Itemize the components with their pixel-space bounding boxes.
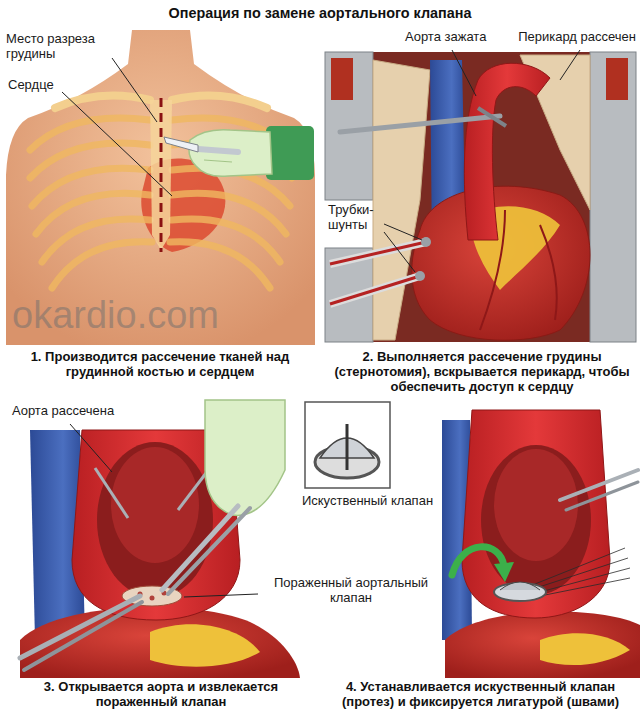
clavicle <box>172 96 267 109</box>
scissors <box>24 602 142 670</box>
instrument <box>162 506 238 590</box>
aorta-opening <box>97 442 213 598</box>
heart <box>445 611 640 678</box>
step-caption: 4. Устанавливается искуственный клапан (… <box>325 680 636 710</box>
rib <box>172 193 286 234</box>
clamp <box>340 116 500 132</box>
heart <box>412 186 590 340</box>
part-label: Сердце <box>8 78 78 93</box>
leader-line <box>384 232 415 272</box>
part-label: Трубки-шунты <box>328 203 390 233</box>
leader-line <box>384 224 422 240</box>
glove <box>189 130 272 177</box>
watermark: okardio.com <box>12 294 312 338</box>
forceps <box>95 468 128 518</box>
part-label: Аорта рассечена <box>12 404 142 419</box>
leader-line <box>112 58 157 122</box>
skin-edge <box>331 58 353 100</box>
clamp <box>478 108 506 126</box>
incision-line <box>160 98 163 252</box>
part-label: Искуственный клапан <box>295 494 440 509</box>
aorta-open-panel <box>20 400 300 678</box>
chest-cavity <box>373 52 590 342</box>
leader-line <box>62 92 172 196</box>
retractor <box>590 52 636 342</box>
open-chest-panel <box>325 50 636 342</box>
scalpel-handle <box>198 149 238 152</box>
title: Операция по замене аортального клапана <box>0 5 640 22</box>
suture <box>540 568 630 592</box>
scissors <box>20 596 140 658</box>
placement-arrow <box>452 547 504 575</box>
glove <box>205 400 285 515</box>
step-caption: 2. Выполняется рассечение грудины (стерн… <box>328 350 636 395</box>
aorta <box>464 63 550 240</box>
suture <box>536 558 628 588</box>
torso-panel <box>6 30 315 345</box>
leader-line <box>560 50 580 80</box>
clavicle <box>55 96 150 109</box>
retractor <box>325 52 373 200</box>
torso <box>6 30 315 345</box>
part-label: Перикард рассечен <box>508 30 636 45</box>
part-label: Место разреза грудины <box>6 32 126 62</box>
cannula <box>330 276 420 304</box>
step-caption: 3. Открывается аорта и извлекается пораж… <box>6 680 316 710</box>
aorta-opening <box>481 445 591 595</box>
aorta-inner-wall <box>111 447 199 563</box>
forceps <box>566 482 638 510</box>
prosthetic-valve <box>494 583 546 601</box>
fat <box>540 633 630 665</box>
leader-line <box>452 50 476 96</box>
suture <box>540 578 630 596</box>
instrument <box>168 508 250 594</box>
aorta-inner-wall <box>494 449 578 561</box>
cannula-tip <box>415 271 425 281</box>
cannula <box>330 276 420 304</box>
fat <box>150 624 260 666</box>
skin-edge <box>606 58 628 100</box>
rib <box>36 193 150 234</box>
cannula <box>330 242 426 264</box>
part-label: Аорта зажата <box>405 30 509 45</box>
calcification <box>150 596 155 601</box>
cannula-tip <box>421 237 431 247</box>
leader-line <box>70 424 112 472</box>
cannula <box>330 242 426 264</box>
suture <box>530 548 625 586</box>
valve-leaflet <box>500 582 540 590</box>
step-caption: 1. Производится рассечение тканей над гр… <box>8 350 312 380</box>
rib <box>52 242 152 288</box>
valve-panel <box>305 402 640 678</box>
inset-frame <box>305 402 390 488</box>
part-label: Пораженный аортальный клапан <box>262 576 440 606</box>
sleeve <box>266 126 314 180</box>
rib <box>170 242 270 288</box>
leader-line <box>184 594 258 597</box>
scalpel-blade <box>164 137 198 152</box>
arrowhead <box>494 562 514 582</box>
valve-strut <box>346 424 349 470</box>
